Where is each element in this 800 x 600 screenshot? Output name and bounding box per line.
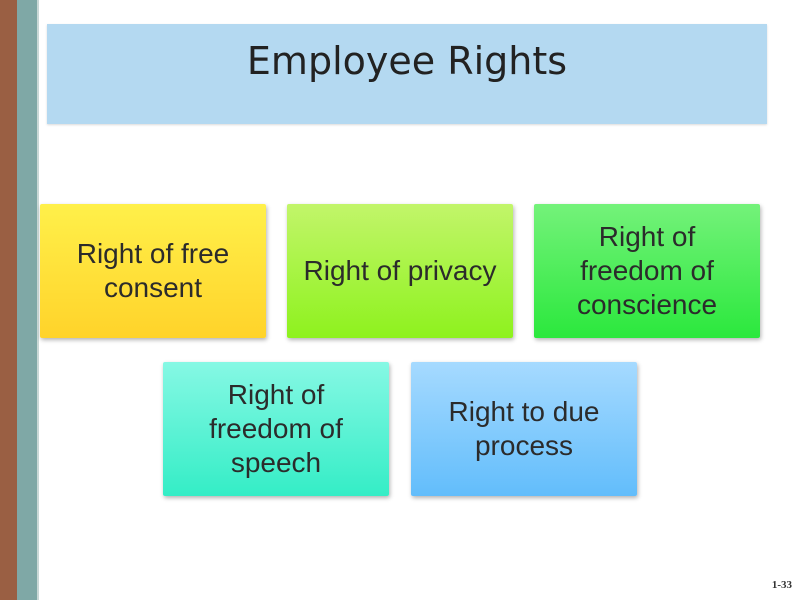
left-decor-band-teal <box>17 0 37 600</box>
right-box-freedom-of-speech: Right of freedom of speech <box>163 362 389 496</box>
title-banner: Employee Rights <box>47 24 767 124</box>
left-decor-band-brown <box>0 0 17 600</box>
right-box-privacy: Right of privacy <box>287 204 513 338</box>
slide-title: Employee Rights <box>246 39 568 83</box>
right-label: Right of freedom of speech <box>209 379 343 478</box>
right-label: Right of freedom of conscience <box>576 221 718 320</box>
right-label: Right to due process <box>448 396 600 461</box>
right-label: Right of privacy <box>303 255 497 286</box>
left-decor-band-line <box>37 0 39 600</box>
slide-number: 1-33 <box>771 579 792 591</box>
right-box-free-consent: Right of free consent <box>40 204 266 338</box>
right-label: Right of free consent <box>76 238 230 303</box>
right-box-freedom-of-conscience: Right of freedom of conscience <box>534 204 760 338</box>
right-box-due-process: Right to due process <box>411 362 637 496</box>
